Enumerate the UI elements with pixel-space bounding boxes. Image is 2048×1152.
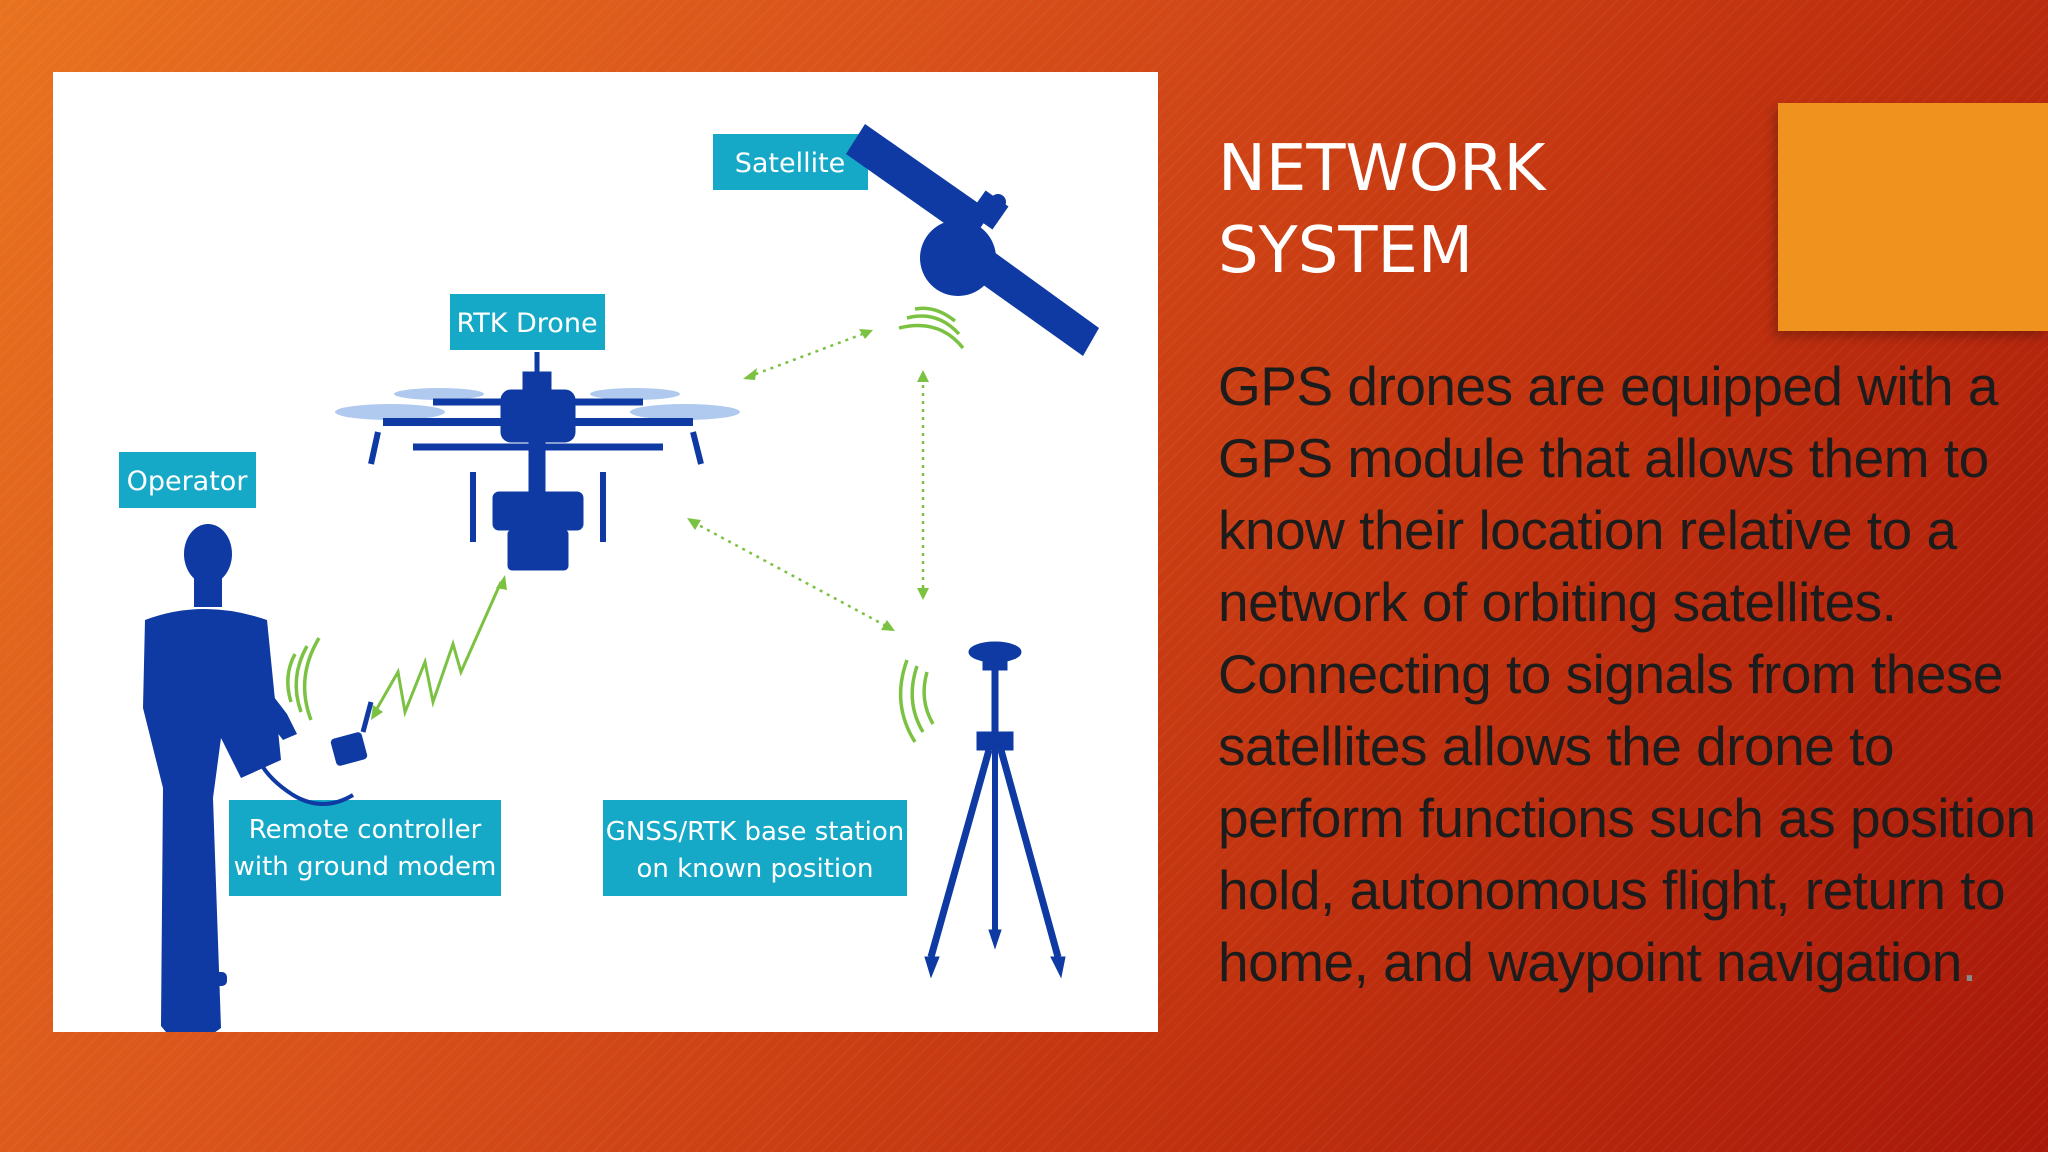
operator-label: Operator — [127, 466, 249, 497]
satellite-signal-icon — [898, 306, 965, 350]
radio-link-icon — [371, 575, 507, 720]
modem-antenna-icon — [360, 701, 374, 733]
remote-controller-label-line1: Remote controller — [249, 815, 482, 845]
remote-controller-label-box — [229, 800, 501, 896]
rtk-drone-label-box — [450, 294, 605, 350]
operator-signal-icon — [286, 637, 321, 721]
slide-title-line2: SYSTEM — [1218, 214, 1474, 288]
base-station-label-box — [603, 800, 907, 896]
slide-title-line1: NETWORK — [1218, 132, 1546, 206]
base-station-signal-icon — [898, 659, 935, 743]
operator-label-box — [119, 452, 256, 508]
slide-body-period: . — [1961, 931, 1977, 993]
satellite-label: Satellite — [735, 148, 846, 179]
satellite-icon — [846, 124, 1099, 356]
diagram-illustration: Satellite RTK Drone Operator Remote cont… — [119, 124, 1099, 1032]
drone-icon — [335, 352, 740, 571]
link-arrowheads — [687, 329, 929, 631]
remote-controller-icon — [250, 726, 355, 806]
signal-links — [692, 330, 925, 629]
satellite-label-box — [713, 134, 868, 190]
accent-square — [1778, 103, 2048, 331]
network-diagram: Satellite RTK Drone Operator Remote cont… — [53, 72, 1158, 1032]
remote-controller-label-line2: with ground modem — [234, 852, 497, 882]
slide-title: NETWORK SYSTEM — [1218, 128, 1738, 292]
slide-body-text: GPS drones are equipped with a GPS modul… — [1218, 355, 2036, 993]
ground-modem-icon — [330, 732, 368, 766]
base-station-label-line2: on known position — [636, 854, 873, 884]
base-station-icon — [924, 641, 1066, 979]
base-station-label-line1: GNSS/RTK base station — [606, 817, 904, 847]
operator-icon — [143, 524, 297, 1032]
slide-body: GPS drones are equipped with a GPS modul… — [1218, 350, 2038, 998]
rtk-drone-label: RTK Drone — [456, 308, 597, 339]
